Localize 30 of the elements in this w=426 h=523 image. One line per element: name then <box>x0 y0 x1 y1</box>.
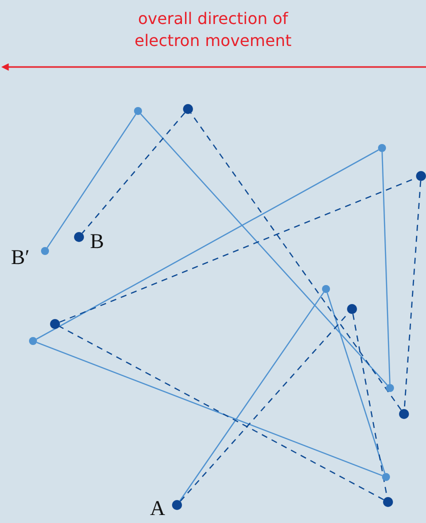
direction-label: overall direction of electron movement <box>134 8 292 52</box>
path-line <box>326 292 386 474</box>
collision-point <box>134 107 142 115</box>
path-line <box>46 114 136 248</box>
dashed-path-line <box>404 180 422 410</box>
path-line <box>36 149 379 340</box>
dashed-path-line <box>190 112 402 410</box>
collision-point <box>347 304 357 314</box>
collision-point <box>383 497 393 507</box>
path-line <box>36 342 382 476</box>
collision-point <box>416 171 426 181</box>
point-label: B <box>90 231 104 252</box>
point-label: A <box>150 498 166 519</box>
point-label: B′ <box>11 247 30 268</box>
collision-point <box>29 337 37 345</box>
path-line <box>179 292 324 502</box>
collision-point <box>386 384 394 392</box>
collision-point <box>322 285 330 293</box>
collision-point <box>378 144 386 152</box>
collision-point <box>183 104 193 114</box>
dashed-path-line <box>59 326 384 500</box>
collision-point <box>74 232 84 242</box>
path-line <box>382 152 390 384</box>
collision-point <box>399 409 409 419</box>
path-line <box>140 114 388 386</box>
dashed-path-line <box>82 112 186 234</box>
collision-point <box>382 473 390 481</box>
collision-point <box>172 500 182 510</box>
collision-point <box>50 319 60 329</box>
collision-point <box>41 247 49 255</box>
